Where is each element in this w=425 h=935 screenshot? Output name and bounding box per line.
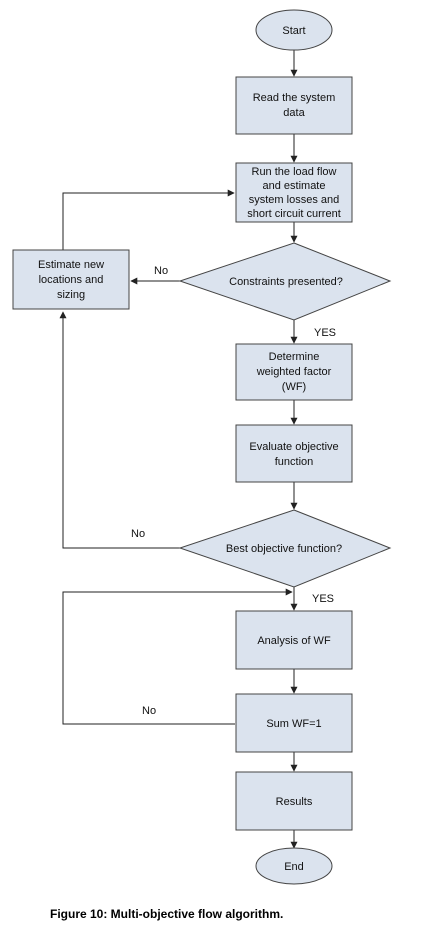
constraints-no-label: No <box>154 265 168 277</box>
analysis-label: Analysis of WF <box>257 635 331 647</box>
arrow-estimate-to-run <box>62 189 235 250</box>
constraints-yes-label: YES <box>314 327 336 339</box>
read-data-line-1: Read the system <box>253 92 336 104</box>
determine-wf-box: Determine weighted factor (WF) <box>235 343 353 401</box>
end-node: End <box>255 847 333 885</box>
determine-line-3: (WF) <box>282 381 306 393</box>
run-load-flow-box: Run the load flow and estimate system lo… <box>235 162 353 223</box>
best-no-label: No <box>131 528 145 540</box>
figure-caption: Figure 10: Multi-objective flow algorith… <box>50 907 283 921</box>
determine-line-2: weighted factor <box>256 366 332 378</box>
analysis-wf-box: Analysis of WF <box>235 610 353 670</box>
read-data-line-2: data <box>283 107 305 119</box>
estimate-new-box: Estimate new locations and sizing <box>12 249 130 310</box>
best-objective-decision: Best objective function? <box>178 509 392 588</box>
constraints-label: Constraints presented? <box>229 276 343 288</box>
estimate-line-3: sizing <box>57 289 85 301</box>
evaluate-line-1: Evaluate objective <box>249 441 338 453</box>
evaluate-box: Evaluate objective function <box>235 424 353 483</box>
run-line-2: and estimate <box>263 180 326 192</box>
results-label: Results <box>276 796 313 808</box>
sum-no-label: No <box>142 705 156 717</box>
determine-line-1: Determine <box>269 351 320 363</box>
start-node: Start <box>255 9 333 51</box>
best-yes-label: YES <box>312 593 334 605</box>
start-label: Start <box>282 25 305 37</box>
connectors <box>59 50 298 849</box>
estimate-line-2: locations and <box>39 274 104 286</box>
run-line-4: short circuit current <box>247 208 341 220</box>
sum-label: Sum WF=1 <box>266 718 321 730</box>
end-label: End <box>284 861 304 873</box>
arrow-sum-no <box>62 588 293 725</box>
evaluate-line-2: function <box>275 456 314 468</box>
read-data-box: Read the system data <box>235 76 353 135</box>
results-box: Results <box>235 771 353 831</box>
best-objective-label: Best objective function? <box>226 543 342 555</box>
arrow-best-no <box>59 311 180 549</box>
estimate-line-1: Estimate new <box>38 259 104 271</box>
sum-wf-box: Sum WF=1 <box>235 693 353 753</box>
run-line-3: system losses and <box>249 194 339 206</box>
constraints-decision: Constraints presented? <box>178 242 392 321</box>
run-line-1: Run the load flow <box>252 166 337 178</box>
